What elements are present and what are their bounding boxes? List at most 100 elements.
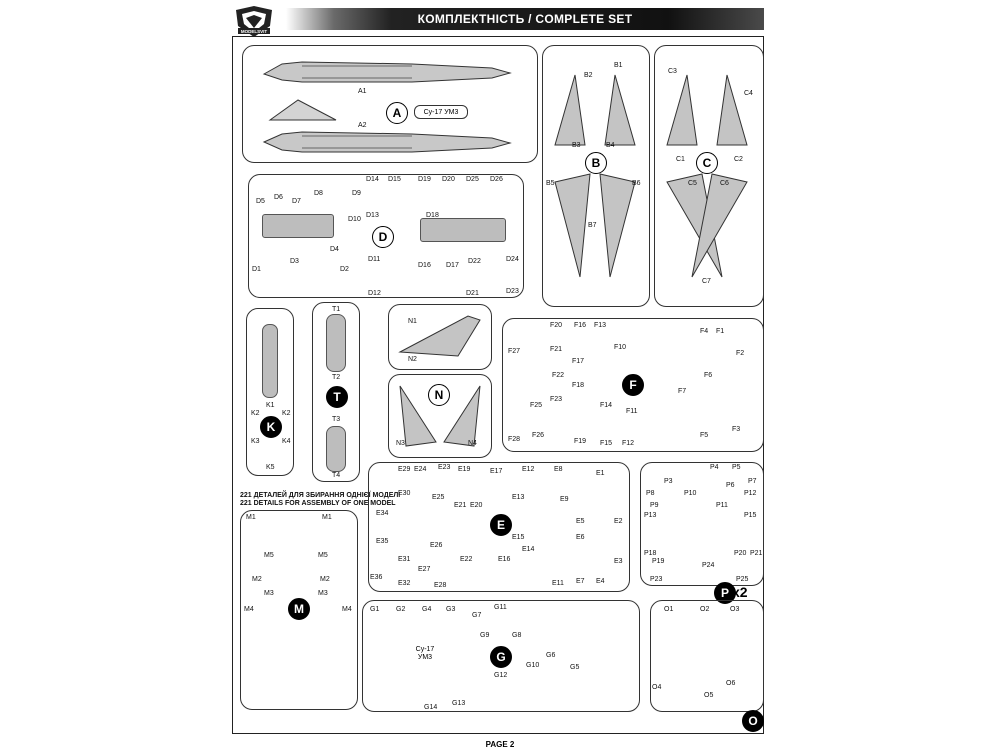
part-label: C3 <box>668 68 677 75</box>
part-label: E30 <box>398 490 411 497</box>
part-label: F4 <box>700 328 709 335</box>
part-label: F19 <box>574 438 587 445</box>
part-label: P10 <box>684 490 697 497</box>
part-t3 <box>326 426 346 472</box>
part-k1 <box>262 324 278 398</box>
sprue-badge-t: T <box>326 386 348 408</box>
sprue-d-frame <box>248 174 524 298</box>
part-label: E35 <box>376 538 389 545</box>
part-label: M3 <box>318 590 328 597</box>
part-label: T1 <box>332 306 341 313</box>
part-label: K1 <box>266 402 275 409</box>
part-label: E17 <box>490 468 503 475</box>
part-label: M3 <box>264 590 274 597</box>
part-label: E1 <box>596 470 605 477</box>
part-label: D14 <box>366 176 379 183</box>
part-label: E34 <box>376 510 389 517</box>
part-label: F21 <box>550 346 563 353</box>
part-label: F18 <box>572 382 585 389</box>
part-label: D13 <box>366 212 379 219</box>
part-label: F25 <box>530 402 543 409</box>
part-label: E26 <box>430 542 443 549</box>
part-label: C5 <box>688 180 697 187</box>
part-label: E24 <box>414 466 427 473</box>
part-label: P24 <box>702 562 715 569</box>
part-label: K4 <box>282 438 291 445</box>
part-label: F2 <box>736 350 745 357</box>
sprue-e-frame <box>368 462 630 592</box>
part-label: D11 <box>368 256 381 263</box>
part-label: D12 <box>368 290 381 297</box>
part-label: P18 <box>644 550 657 557</box>
sprue-c-frame <box>654 45 764 307</box>
part-label: F11 <box>626 408 638 415</box>
part-label: M2 <box>252 576 262 583</box>
part-label: O4 <box>652 684 662 691</box>
part-label: E9 <box>560 496 569 503</box>
part-label: E36 <box>370 574 383 581</box>
part-label: E11 <box>552 580 564 587</box>
tail-fin-a <box>268 99 337 121</box>
part-label: B6 <box>632 180 641 187</box>
part-label: B5 <box>546 180 555 187</box>
part-label: D24 <box>506 256 519 263</box>
part-label: F10 <box>614 344 627 351</box>
sprue-a-frame <box>242 45 538 163</box>
part-label: E25 <box>432 494 445 501</box>
note-en: 221 DETAILS FOR ASSEMBLY OF ONE MODEL <box>240 500 396 507</box>
part-label: G11 <box>494 604 507 611</box>
part-label: G5 <box>570 664 580 671</box>
part-label: T4 <box>332 472 341 479</box>
part-label: D8 <box>314 190 323 197</box>
part-label: G4 <box>422 606 432 613</box>
part-label: D21 <box>466 290 479 297</box>
part-label: P9 <box>650 502 659 509</box>
part-label: E16 <box>498 556 511 563</box>
part-label: N2 <box>408 356 417 363</box>
part-label: E29 <box>398 466 411 473</box>
part-label: P21 <box>750 550 763 557</box>
part-label: E31 <box>398 556 411 563</box>
part-label: F6 <box>704 372 713 379</box>
details-count-note: 221 ДЕТАЛЕЙ ДЛЯ ЗБИРАННЯ ОДНІЄЇ МОДЕЛІ 2… <box>240 492 400 508</box>
part-label: D23 <box>506 288 519 295</box>
part-label: D25 <box>466 176 479 183</box>
part-label: D15 <box>388 176 401 183</box>
part-label: B3 <box>572 142 581 149</box>
part-label: D5 <box>256 198 265 205</box>
part-label: F7 <box>678 388 687 395</box>
sprue-badge-m: M <box>288 598 310 620</box>
part-label: G3 <box>446 606 456 613</box>
part-label: E8 <box>554 466 563 473</box>
part-label: C6 <box>720 180 729 187</box>
part-label: P11 <box>716 502 728 509</box>
part-label: F27 <box>508 348 521 355</box>
part-label: T2 <box>332 374 341 381</box>
part-d18 <box>420 218 506 242</box>
part-label: P25 <box>736 576 749 583</box>
part-label: G13 <box>452 700 466 707</box>
part-label: D20 <box>442 176 455 183</box>
part-label: F3 <box>732 426 741 433</box>
part-label: F1 <box>716 328 725 335</box>
part-label: N4 <box>468 440 477 447</box>
page-title: КОМПЛЕКТНІСТЬ / COMPLETE SET <box>417 12 633 26</box>
fuselage-half-a2 <box>262 131 512 153</box>
part-label: P8 <box>646 490 655 497</box>
part-label: D19 <box>418 176 431 183</box>
part-label: D7 <box>292 198 301 205</box>
part-label: O5 <box>704 692 714 699</box>
sprue-t-frame <box>312 302 360 482</box>
part-label: F17 <box>572 358 585 365</box>
part-label: D9 <box>352 190 361 197</box>
part-label: M1 <box>322 514 332 521</box>
part-label: G10 <box>526 662 540 669</box>
sprue-badge-n: N <box>428 384 450 406</box>
part-label: D1 <box>252 266 261 273</box>
page-number: PAGE 2 <box>485 740 515 749</box>
sprue-f-frame <box>502 318 764 452</box>
part-label: K2 <box>251 410 260 417</box>
part-label: D22 <box>468 258 481 265</box>
part-label: B2 <box>584 72 593 79</box>
sprue-n2-frame <box>388 374 492 458</box>
